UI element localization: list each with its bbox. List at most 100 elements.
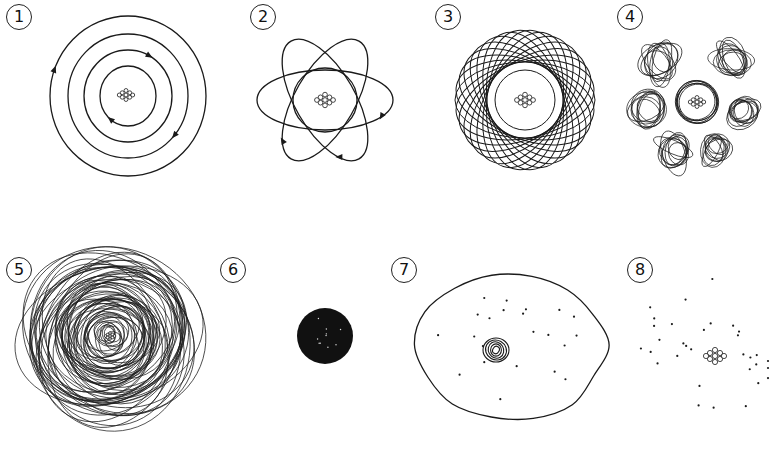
orbit (726, 94, 764, 126)
nucleon (124, 89, 128, 93)
nucleus-scribble (482, 336, 510, 364)
callout-number: 6 (228, 262, 238, 278)
callout-number: 8 (635, 262, 645, 278)
orbit (633, 88, 665, 131)
orbit (77, 305, 140, 371)
callout-circle: 4 (617, 4, 643, 30)
electron-dot (640, 347, 642, 349)
nucleon (695, 105, 699, 109)
electron-dot (477, 313, 479, 315)
nucleus-scribble (491, 344, 502, 356)
orbit (457, 20, 593, 179)
orbit (652, 133, 692, 174)
electron-dot (745, 405, 747, 407)
nucleon (531, 98, 536, 103)
nucleus (315, 92, 336, 107)
nucleon (113, 335, 116, 338)
orbit (673, 77, 721, 127)
orbit (56, 282, 157, 399)
orbit (701, 134, 733, 166)
orbit (70, 294, 157, 381)
orbit (0, 219, 232, 443)
orbit (450, 23, 600, 178)
electron-cloud (0, 219, 232, 447)
electron-dot (502, 309, 504, 311)
orbit (707, 47, 755, 72)
orbit (13, 243, 205, 428)
nucleus-scribble (485, 339, 507, 361)
orbit (635, 91, 663, 131)
electron-dot (483, 361, 485, 363)
orbit (95, 322, 122, 358)
nucleus (117, 89, 134, 102)
speck (325, 335, 326, 336)
nucleon (702, 100, 706, 104)
orbit (11, 245, 212, 434)
electron-dot (713, 407, 715, 409)
speck (335, 344, 336, 345)
nucleon (323, 98, 328, 103)
nucleon (109, 338, 112, 341)
orbit (626, 84, 670, 128)
electron-dot (732, 325, 734, 327)
orbit (623, 88, 669, 127)
orbit (672, 77, 722, 127)
speck (318, 318, 319, 319)
nucleon (104, 335, 107, 338)
electron-dot (554, 371, 556, 373)
electron-dot (711, 278, 713, 280)
orbit (13, 242, 217, 432)
electron-dot (653, 325, 655, 327)
direction-arrow (335, 154, 342, 160)
orbit (715, 34, 751, 79)
orbit (455, 62, 595, 138)
electron-dot (737, 334, 739, 336)
orbit (34, 259, 185, 412)
orbit (665, 140, 692, 168)
electron-dot (558, 309, 560, 311)
nucleon (703, 353, 708, 358)
speck (326, 328, 327, 329)
nucleon (117, 93, 121, 97)
callout-circle: 3 (435, 4, 461, 30)
speck (326, 333, 327, 334)
nucleon (515, 98, 520, 103)
electron-dot (656, 362, 658, 364)
orbit (265, 26, 385, 174)
callout-circle: 8 (627, 257, 653, 283)
solid-sphere (297, 308, 353, 364)
nucleon (712, 347, 717, 352)
nucleon (315, 98, 320, 103)
electron-dot (547, 334, 549, 336)
electron-dot (525, 308, 527, 310)
nucleon (712, 353, 717, 358)
orbit (449, 48, 602, 151)
orbit (18, 238, 193, 436)
orbit (101, 328, 126, 354)
orbit (50, 16, 206, 176)
electron-dot (755, 363, 757, 365)
electron-dot (658, 339, 660, 341)
orbit (96, 319, 128, 358)
nucleon (331, 98, 336, 103)
orbit (446, 28, 604, 172)
nucleus (515, 92, 536, 107)
dot-atom (640, 278, 769, 409)
nucleon (323, 103, 328, 108)
electron-dot (676, 355, 678, 357)
orbit (658, 130, 692, 168)
speck (318, 343, 319, 344)
orbit (84, 50, 172, 142)
electron-dot (488, 317, 490, 319)
electron-dot (690, 348, 692, 350)
orbit (726, 93, 762, 128)
speck (340, 329, 341, 330)
electron-dot (575, 334, 577, 336)
inner-orbit (495, 70, 555, 130)
callout-circle: 2 (250, 4, 276, 30)
nucleon (124, 98, 128, 102)
nucleon (695, 100, 699, 104)
orbit (13, 230, 203, 443)
electron-dot (506, 299, 508, 301)
